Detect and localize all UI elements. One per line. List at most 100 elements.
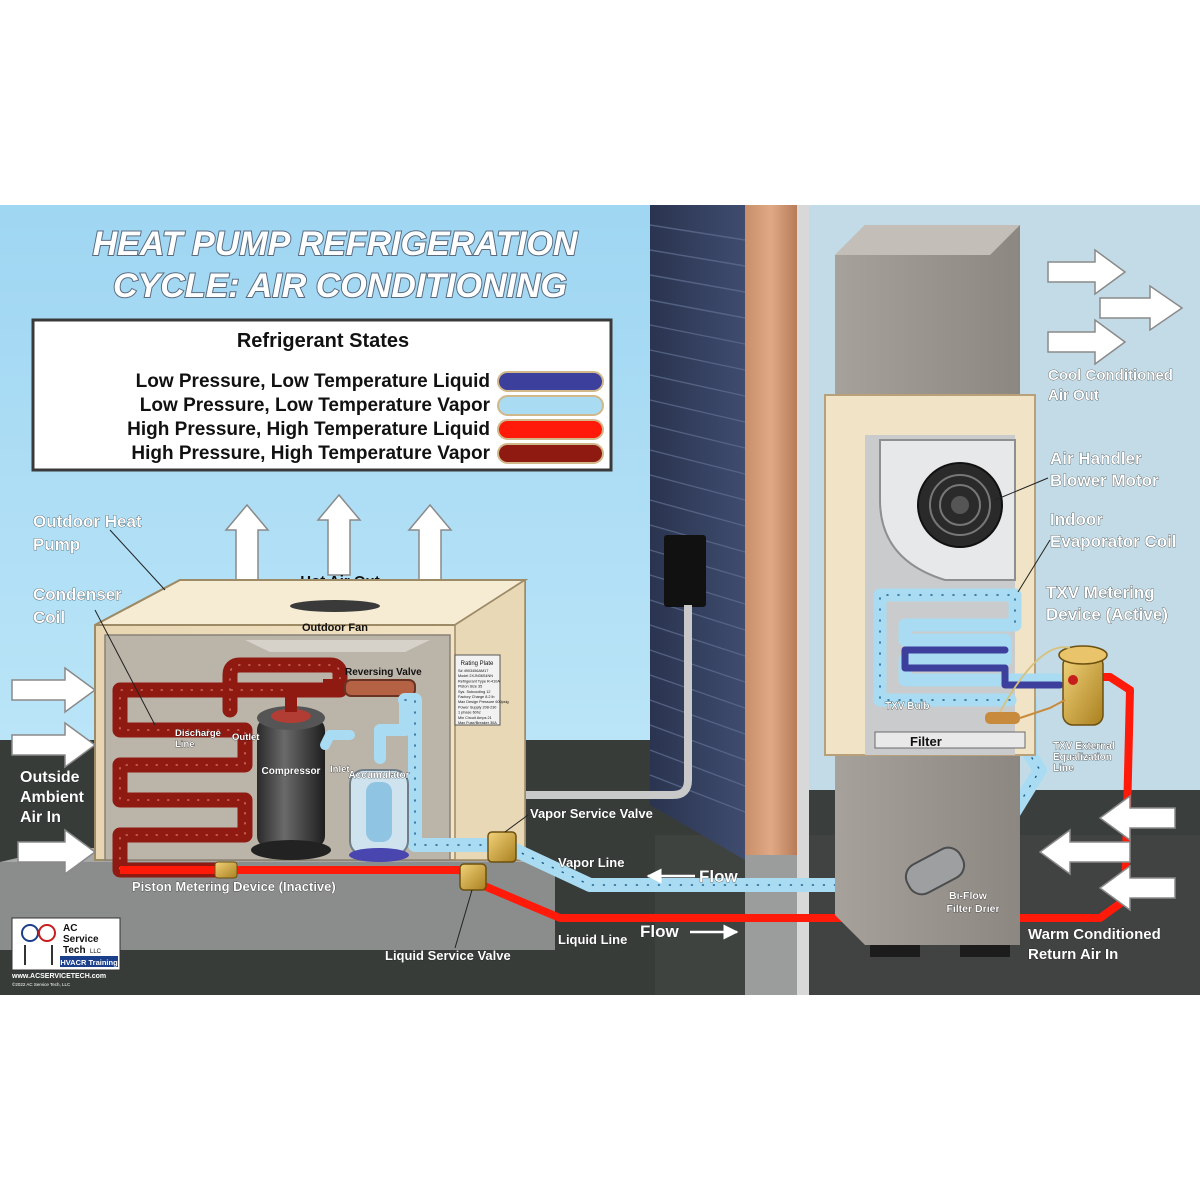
piston-metering-device xyxy=(214,861,238,879)
drier-label-1: Bi-Flow xyxy=(949,890,988,902)
compressor xyxy=(251,684,331,860)
disconnect-box xyxy=(664,535,706,607)
gauge-icon xyxy=(21,924,39,942)
rating-plate-title: Rating Plate xyxy=(461,661,494,667)
vapor-line-label: Vapor Line xyxy=(558,855,624,870)
bi-flow-filter-drier xyxy=(904,846,966,896)
rating-plate-line: Model 2XJN36S4NN xyxy=(458,674,493,678)
right-arrow-icon xyxy=(1099,284,1184,332)
vapor-service-valve-leader xyxy=(504,814,529,833)
logo-llc: LLC xyxy=(90,949,102,955)
txv-ext-label-2: Equalization xyxy=(1053,752,1112,763)
flow-label-bottom: Flow xyxy=(640,922,679,941)
condenser-coil xyxy=(112,657,348,878)
rating-plate-line: Max Fuse/Breaker 30A xyxy=(458,721,497,725)
right-arrow-icon xyxy=(17,828,97,876)
right-arrow-icon xyxy=(11,666,97,714)
evaporator-coil xyxy=(873,588,1067,707)
condenser-coil-label-2: Coil xyxy=(33,608,65,627)
txv-ext-label-1: TXV External xyxy=(1053,741,1115,752)
gauge-icon xyxy=(38,924,56,942)
wall-foundation xyxy=(745,855,797,995)
discharge-line-label-1: Discharge xyxy=(175,728,221,739)
liquid-service-valve xyxy=(459,863,487,891)
txv-bulb xyxy=(985,712,1020,724)
piston-metering-label: Piston Metering Device (Inactive) xyxy=(132,879,336,894)
legend-label-2: High Pressure, High Temperature Liquid xyxy=(127,419,490,440)
legend-swatch-1 xyxy=(497,395,604,416)
legend-label-3: High Pressure, High Temperature Vapor xyxy=(131,443,490,464)
vapor-service-valve xyxy=(487,831,517,863)
left-arrow-icon xyxy=(1098,794,1176,842)
liquid-line-label: Liquid Line xyxy=(558,932,627,947)
left-arrow-icon xyxy=(1098,864,1176,912)
air-handler xyxy=(824,225,1036,957)
rating-plate-line: Min Circuit Amps 21 xyxy=(458,716,492,720)
cool-air-arrows xyxy=(1047,248,1184,366)
filter xyxy=(874,731,1026,749)
right-arrow-icon xyxy=(1047,318,1127,366)
up-arrow-icon xyxy=(316,493,362,576)
condenser-coil-leader xyxy=(94,609,156,726)
accumulator xyxy=(349,769,409,862)
rating-plate-line: S# 4903456AM17 xyxy=(458,669,488,673)
discharge-line xyxy=(310,679,345,697)
cool-air-label-2: Air Out xyxy=(1048,387,1099,404)
drier-label-2: Filter Drier xyxy=(946,903,999,915)
filter-label: Filter xyxy=(910,734,942,749)
legend-label-1: Low Pressure, Low Temperature Vapor xyxy=(140,395,491,416)
title-line-1: HEAT PUMP REFRIGERATION xyxy=(93,225,579,263)
warm-air-label-1: Warm Conditioned xyxy=(1028,926,1161,943)
liquid-service-valve-leader xyxy=(454,889,473,949)
evap-label-1: Indoor xyxy=(1050,510,1103,529)
logo-line-1: AC xyxy=(63,923,77,934)
rating-plate-line: Power Supply 208-230 xyxy=(458,705,496,709)
compressor-label: Compressor xyxy=(262,766,321,777)
warm-air-label-2: Return Air In xyxy=(1028,946,1118,963)
legend-heading: Refrigerant States xyxy=(237,330,409,352)
logo: AC Service Tech LLC HVACR Training www.A… xyxy=(11,917,121,987)
cool-air-label-1: Cool Conditioned xyxy=(1048,367,1173,384)
blower-label-1: Air Handler xyxy=(1050,449,1142,468)
txv-label-2: Device (Active) xyxy=(1046,605,1168,624)
txv-label-1: TXV Metering xyxy=(1046,583,1155,602)
rating-plate-line: Sys. Subcooling 12 xyxy=(458,690,491,694)
txv-bulb-label: TXV Bulb xyxy=(885,701,929,712)
hot-air-arrows xyxy=(224,493,453,586)
logo-line-3: Tech xyxy=(63,945,86,956)
logo-line-2: Service xyxy=(63,934,99,945)
inlet-label: Inlet xyxy=(330,764,350,775)
outdoor-heat-pump-label-2: Pump xyxy=(33,535,80,554)
right-arrow-icon xyxy=(11,721,97,769)
concrete-pad xyxy=(0,862,555,950)
reversing-valve xyxy=(344,679,416,697)
condenser-coil-label-1: Condenser xyxy=(33,585,122,604)
logo-tag: HVACR Training xyxy=(60,958,118,967)
rating-plate-line: Refrigerant Type R-410A xyxy=(458,679,500,683)
logo-copyright: ©2022 AC Service Tech, LLC xyxy=(12,981,71,987)
txv-ext-label-3: Line xyxy=(1053,763,1074,774)
legend-swatch-3 xyxy=(497,443,604,464)
outlet-label: Outlet xyxy=(232,732,260,743)
logo-url: www.ACSERVICETECH.com xyxy=(11,973,106,980)
blower-label-2: Blower Motor xyxy=(1050,471,1159,490)
rating-plate-line: 1 phase 60hz xyxy=(458,711,481,715)
blower-leader xyxy=(994,477,1049,501)
txv-metering-device xyxy=(1058,645,1108,726)
outdoor-fan-icon xyxy=(290,600,380,612)
left-arrow-icon xyxy=(1038,828,1131,876)
legend-swatch-0 xyxy=(497,371,604,392)
warm-air-arrows xyxy=(1038,794,1176,912)
rating-plate-line: Max Design Pressure 600psig xyxy=(458,700,509,704)
title-line-2: CYCLE: AIR CONDITIONING xyxy=(113,267,567,305)
outside-air-arrows xyxy=(11,666,97,876)
outside-ambient-label-3: Air In xyxy=(20,809,61,826)
outside-ambient-label-2: Ambient xyxy=(20,789,85,806)
wall-wood xyxy=(745,205,797,855)
outdoor-fan-label: Outdoor Fan xyxy=(302,622,368,634)
outdoor-heat-pump-label-1: Outdoor Heat xyxy=(33,512,142,531)
rating-plate-line: Factory Charge 8.2 lb xyxy=(458,695,495,699)
